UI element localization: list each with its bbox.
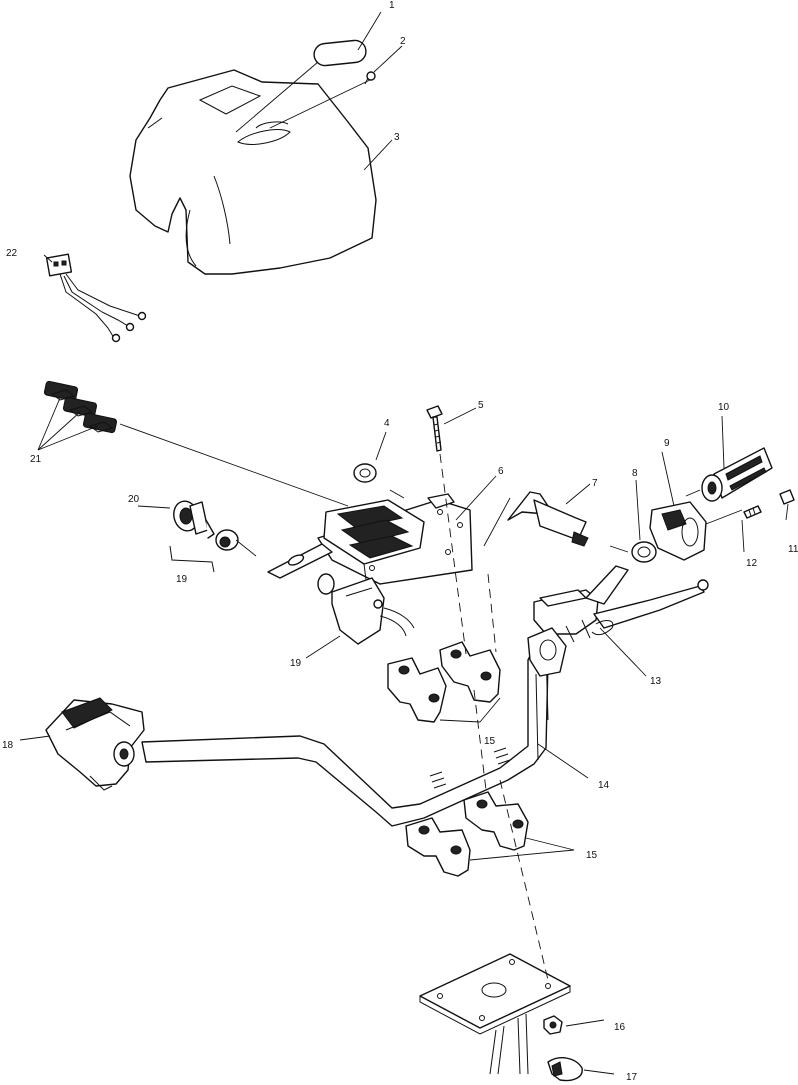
callout-21: 21 [30,454,42,465]
callout-17: 17 [626,1072,638,1083]
part-7-throttle-lever [507,491,589,547]
callout-8: 8 [632,468,638,479]
callout-7: 7 [592,478,598,489]
part-12-set-screw [743,505,762,519]
part-6-switch-housing [267,493,473,585]
part-4-washer [353,463,377,483]
part-15-upper-clamps [387,641,501,723]
steering-post-plate [419,953,571,1075]
part-17-clip [547,1057,583,1082]
part-10-grip [701,447,773,502]
callout-6: 6 [498,466,504,477]
callout-14: 14 [598,780,610,791]
callout-19-lower: 19 [290,658,302,669]
part-22-wire-harness [45,253,147,343]
callout-11: 11 [788,544,798,555]
part-18-left-control [45,697,145,791]
callout-15-upper: 15 [484,736,496,747]
callout-2: 2 [400,36,406,47]
part-3-handlebar-cover [129,69,377,275]
part-13-brake-lever [533,565,709,643]
part-19-switch-assembly [317,573,415,645]
callout-13: 13 [650,676,662,687]
callout-1: 1 [389,0,395,11]
leader-lines [19,11,789,1075]
part-20-ignition-switch [173,500,215,539]
part-21-switch-caps [43,380,118,434]
callout-22: 22 [6,248,18,259]
callout-5: 5 [478,400,484,411]
callout-20: 20 [128,494,140,505]
part-2-screw [364,71,376,85]
part-5-bolt [426,405,443,452]
part-20-nut [215,529,239,551]
callout-19-upper: 19 [176,574,188,585]
callout-4: 4 [384,418,390,429]
callout-10: 10 [718,402,730,413]
callout-12: 12 [746,558,758,569]
part-9-throttle-housing [649,501,707,561]
callout-9: 9 [664,438,670,449]
part-19-group-bracket [169,545,215,573]
part-15-lower-clamps [405,791,529,877]
part-1-decal [313,39,367,67]
part-11-cap [779,489,795,505]
part-13-mount [527,627,567,677]
callout-3: 3 [394,132,400,143]
callout-16: 16 [614,1022,626,1033]
part-8-grommet [631,541,657,563]
callout-18: 18 [2,740,14,751]
part-16-nut [543,1015,563,1035]
callout-15-lower: 15 [586,850,598,861]
